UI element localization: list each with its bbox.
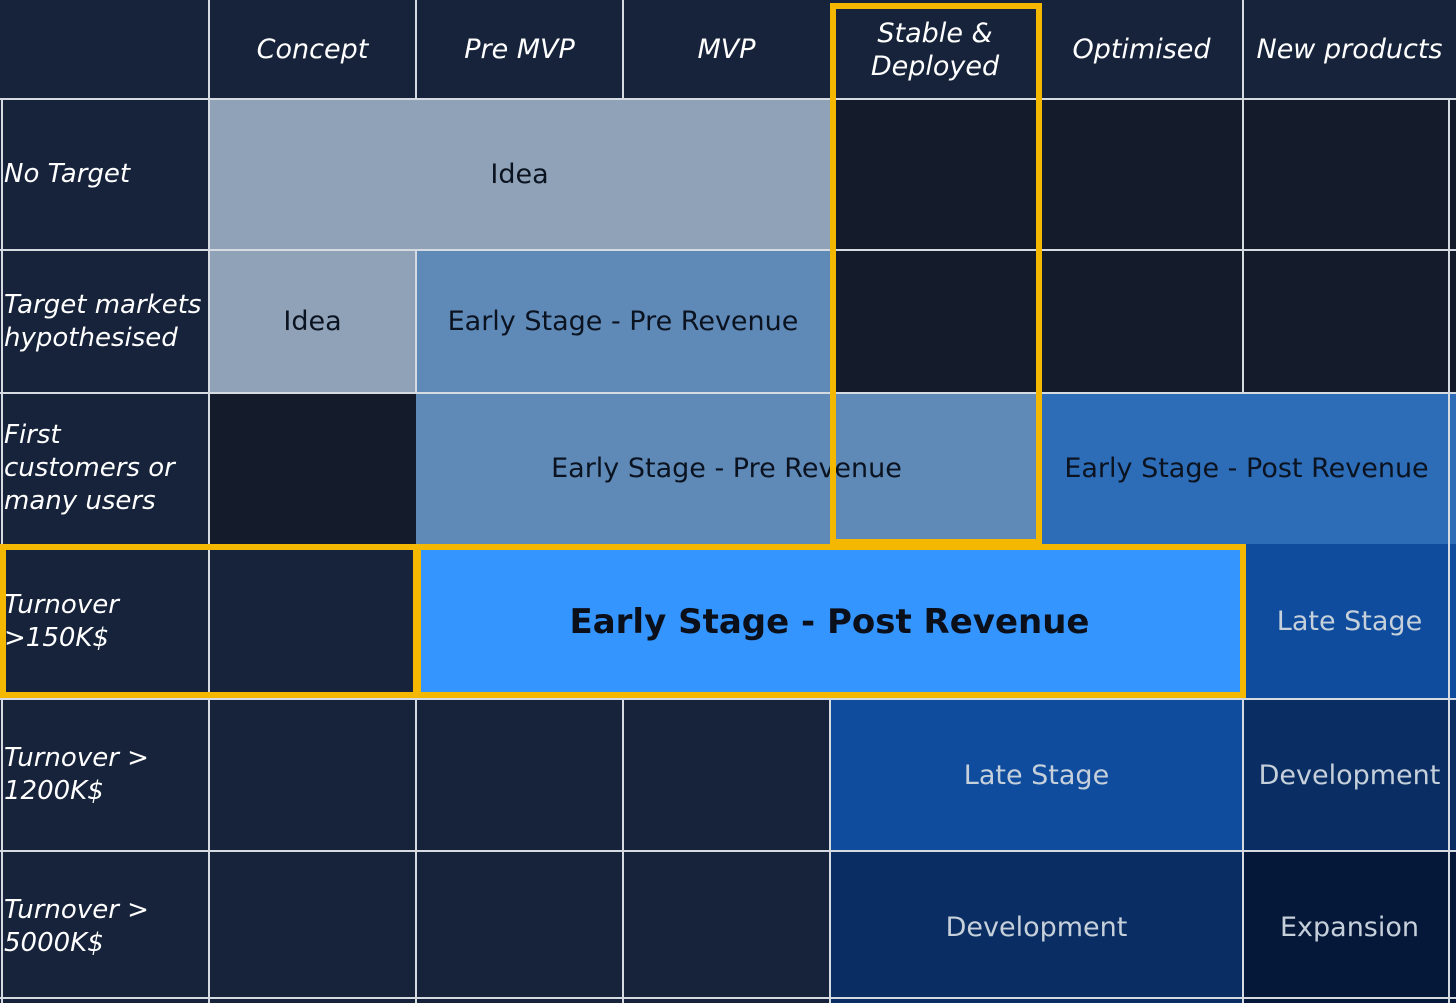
row-label-turnover-1200k: Turnover > 1200K$ — [0, 699, 209, 851]
grid-line — [415, 0, 417, 99]
grid-line — [0, 98, 1456, 100]
column-header-stable-deployed: Stable & Deployed — [830, 0, 1040, 99]
row-label-target-markets: Target markets hypothesised — [0, 250, 209, 393]
column-header-optimised: Optimised — [1040, 0, 1243, 99]
grid-line — [0, 392, 1456, 394]
grid-line — [0, 249, 1456, 251]
row-label-first-customers: First customers or many users — [0, 393, 209, 544]
region-development-turnover-5000k: Development — [830, 851, 1243, 1003]
grid-line — [1242, 99, 1244, 393]
empty-cell — [623, 851, 830, 1003]
row-label-no-target: No Target — [0, 99, 209, 250]
empty-cell — [209, 851, 416, 1003]
region-early-post-revenue-first-customers: Early Stage - Post Revenue — [1037, 393, 1456, 544]
row-label-turnover-5000k: Turnover > 5000K$ — [0, 851, 209, 1003]
region-idea-target-markets: Idea — [209, 250, 416, 393]
region-development-turnover-1200k: Development — [1243, 699, 1456, 851]
region-late-stage-turnover-1200k: Late Stage — [830, 699, 1243, 851]
grid-line — [1242, 0, 1244, 99]
grid-line — [0, 850, 1456, 852]
grid-line — [208, 99, 210, 1003]
region-late-stage-turnover-150k: Late Stage — [1243, 544, 1456, 699]
empty-cell — [416, 699, 623, 851]
empty-cell — [209, 699, 416, 851]
region-early-post-revenue-turnover-150k: Early Stage - Post Revenue — [416, 544, 1243, 699]
grid-line — [0, 997, 1456, 999]
column-header-pre-mvp: Pre MVP — [416, 0, 623, 99]
region-early-pre-revenue-first-customers: Early Stage - Pre Revenue — [416, 393, 1037, 544]
region-expansion-turnover-5000k: Expansion — [1243, 851, 1456, 1003]
empty-cell — [830, 99, 1040, 250]
column-header-mvp: MVP — [623, 0, 830, 99]
grid-line — [1, 99, 3, 1003]
region-early-pre-revenue-target-markets: Early Stage - Pre Revenue — [416, 250, 830, 393]
grid-line — [415, 250, 417, 393]
empty-cell — [1040, 250, 1243, 393]
region-idea-no-target: Idea — [209, 99, 830, 250]
empty-cell — [1243, 99, 1456, 250]
row-label-turnover-150k: Turnover >150K$ — [0, 544, 209, 699]
grid-line — [0, 698, 1456, 700]
empty-cell — [623, 699, 830, 851]
empty-cell — [416, 851, 623, 1003]
empty-cell — [1243, 250, 1456, 393]
empty-cell — [209, 544, 416, 699]
empty-cell — [209, 393, 416, 544]
empty-cell — [1040, 99, 1243, 250]
empty-cell — [830, 250, 1040, 393]
column-header-concept: Concept — [209, 0, 416, 99]
grid-line — [208, 0, 210, 99]
grid-line — [1448, 99, 1450, 1003]
column-header-new-products: New products — [1243, 0, 1456, 99]
corner-cell — [0, 0, 209, 99]
grid-line — [622, 0, 624, 99]
